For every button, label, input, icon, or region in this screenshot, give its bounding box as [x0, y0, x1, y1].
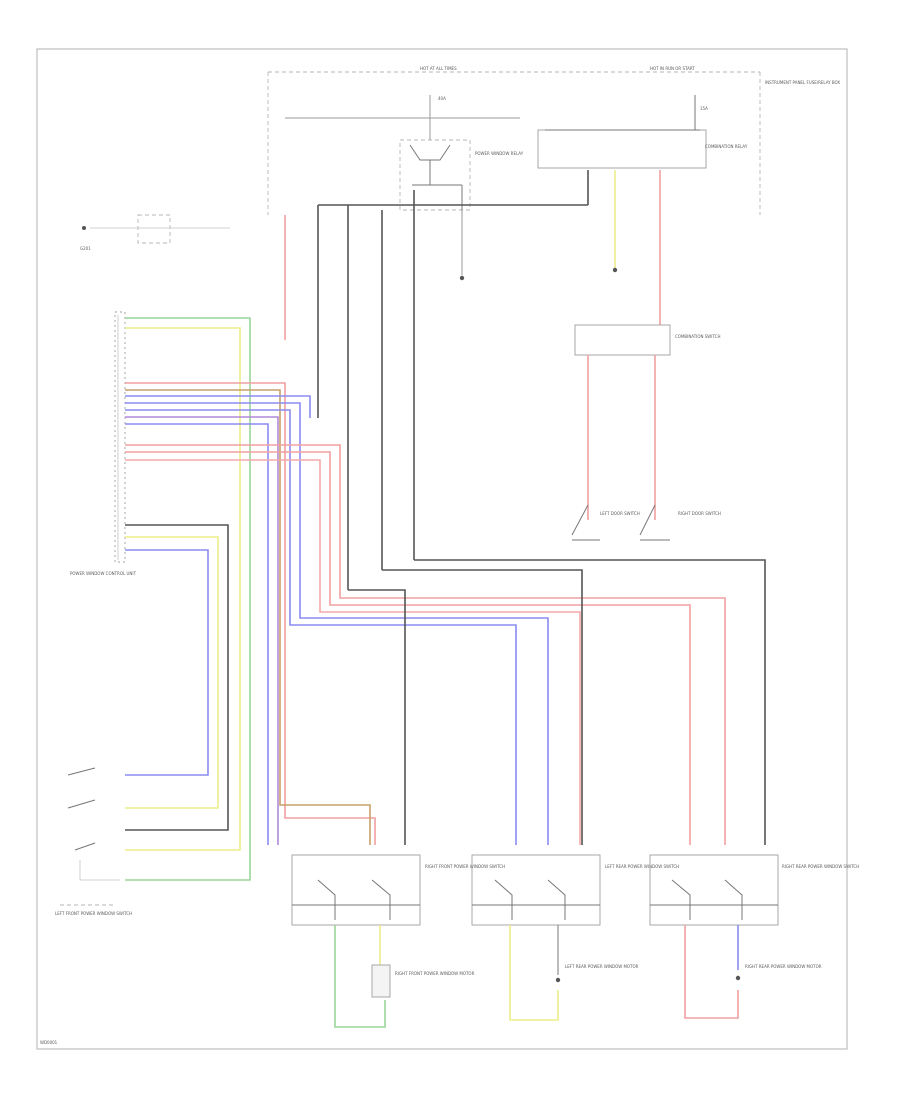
driver-master-label: LEFT FRONT POWER WINDOW SWITCH — [55, 911, 132, 916]
fuse-box-outline — [267, 71, 761, 215]
lr-switch-label: LEFT REAR POWER WINDOW SWITCH — [605, 864, 679, 869]
driver-master-switch — [60, 767, 120, 906]
right-rear-motor — [684, 925, 741, 1019]
power-relay-label: POWER WINDOW RELAY — [475, 151, 524, 156]
top-drop-wires — [284, 170, 589, 590]
left-rear-switch — [471, 854, 601, 926]
combination-relay-box — [537, 95, 707, 169]
fuse-40a-label: 40A — [438, 96, 446, 101]
rr-motor-label: RIGHT REAR POWER WINDOW MOTOR — [745, 964, 822, 969]
control-unit-connector — [114, 311, 126, 563]
rf-switch-label: RIGHT FRONT POWER WINDOW SWITCH — [425, 864, 505, 869]
fuse-box-ref-label: INSTRUMENT PANEL FUSE/RELAY BOX — [765, 80, 840, 85]
harness-wires — [125, 317, 726, 881]
rr-switch-label: RIGHT REAR POWER WINDOW SWITCH — [782, 864, 859, 869]
combo-relay-ground — [612, 267, 618, 273]
power-window-control-label: POWER WINDOW CONTROL UNIT — [70, 571, 137, 576]
diagram-frame — [36, 48, 848, 1050]
combination-switch-block — [571, 324, 671, 541]
right-door-switch-label: RIGHT DOOR SWITCH — [678, 511, 721, 516]
combo-relay-label: COMBINATION RELAY — [705, 144, 748, 149]
left-door-switch-label: LEFT DOOR SWITCH — [600, 511, 640, 516]
combo-switch-label: COMBINATION SWITCH — [675, 334, 720, 339]
fuse-15a-label: 15A — [700, 106, 708, 111]
right-front-switch — [291, 854, 421, 926]
power-window-relay — [399, 139, 471, 211]
right-front-motor — [334, 925, 391, 1028]
hot-run-start-label: HOT IN RUN OR START — [650, 66, 695, 71]
ground-label: G201 — [80, 246, 91, 251]
left-rear-motor — [509, 925, 561, 1021]
lr-motor-label: LEFT REAR POWER WINDOW MOTOR — [565, 964, 639, 969]
left-connector-legend — [82, 214, 230, 244]
rf-motor-label: RIGHT FRONT POWER WINDOW MOTOR — [395, 971, 475, 976]
hot-all-times-label: HOT AT ALL TIMES — [420, 66, 457, 71]
right-rear-switch — [649, 854, 779, 926]
relay-ground-point — [459, 275, 465, 281]
black-feed-wires — [348, 559, 766, 845]
footer-code: WD0001 — [40, 1040, 58, 1045]
